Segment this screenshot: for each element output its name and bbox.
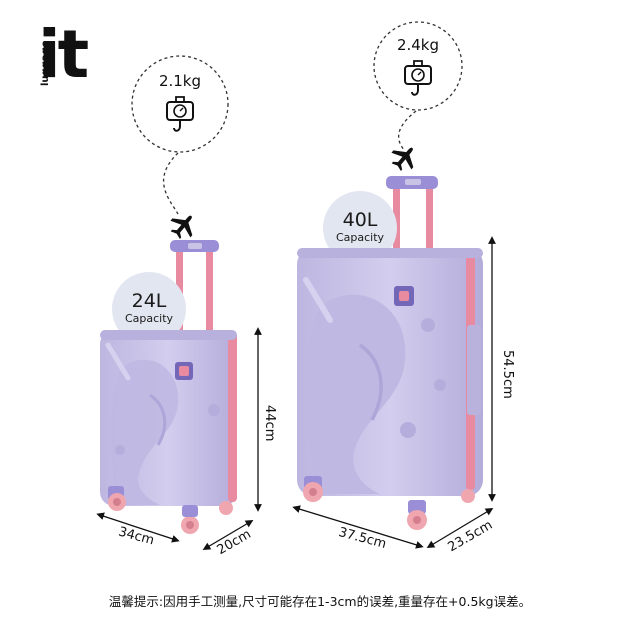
small-capacity-value: 24L (131, 290, 167, 312)
large-suitcase (297, 176, 483, 530)
brand-logo-sub: luggage (40, 40, 51, 86)
airplane-icon (170, 215, 193, 240)
brand-logo: it (38, 16, 89, 93)
small-capacity-label: Capacity (124, 312, 174, 325)
large-weight-label: 2.4kg (396, 36, 440, 54)
dimension-lines (96, 236, 496, 550)
small-weight-label: 2.1kg (158, 72, 202, 90)
luggage-scale-icon (404, 60, 432, 96)
small-height-label: 44cm (262, 405, 277, 442)
large-capacity-label: Capacity (335, 231, 385, 244)
large-height-label: 54.5cm (500, 350, 515, 399)
large-capacity-value: 40L (342, 209, 378, 231)
large-weight-bubble (373, 21, 463, 151)
small-suitcase (100, 240, 237, 534)
airplane-icon (391, 147, 414, 172)
luggage-scale-icon (166, 96, 194, 132)
measurement-note: 温馨提示:因用手工测量,尺寸可能存在1-3cm的误差,重量存在+0.5kg误差。 (108, 594, 532, 609)
small-weight-bubble (131, 55, 229, 215)
